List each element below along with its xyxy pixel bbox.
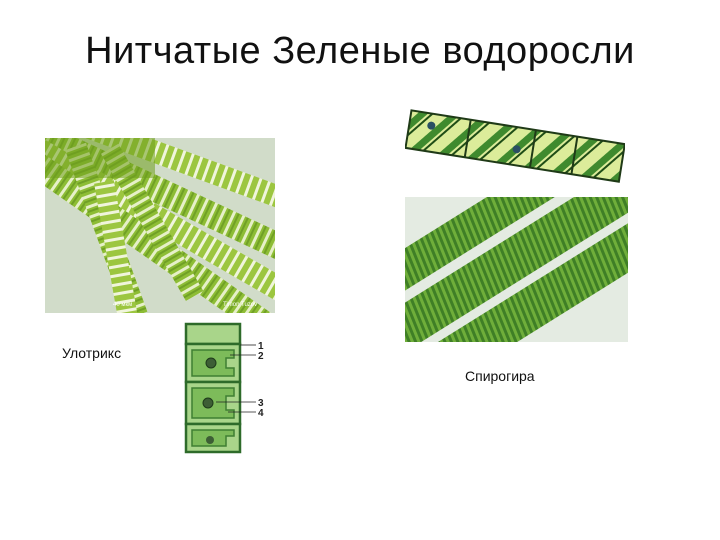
- spirogyra-micrograph: [405, 197, 628, 342]
- spirogyra-drawing-image: [405, 109, 625, 183]
- diagram-number-4: 4: [258, 408, 264, 419]
- spirogyra-photo-image: [405, 197, 628, 342]
- diagram-number-2: 2: [258, 351, 264, 362]
- diagram-number-1: 1: [258, 341, 264, 352]
- diagram-number-3: 3: [258, 398, 264, 409]
- ulothrix-micrograph: 40 мкм Timon Tuzov: [45, 138, 275, 313]
- ulothrix-cell-diagram: 1 2 3 4: [178, 322, 270, 454]
- ulothrix-photo-image: 40 мкм Timon Tuzov: [45, 138, 275, 313]
- micrograph-credit: Timon Tuzov: [223, 302, 257, 308]
- spirogyra-label: Спирогира: [465, 368, 535, 384]
- ulothrix-label: Улотрикс: [62, 345, 122, 361]
- micrograph-scale-label: 40 мкм: [113, 302, 132, 308]
- ulothrix-diagram-image: 1 2 3 4: [184, 322, 264, 454]
- slide-title: Нитчатые Зеленые водоросли: [85, 30, 635, 72]
- spirogyra-drawing: [405, 105, 625, 190]
